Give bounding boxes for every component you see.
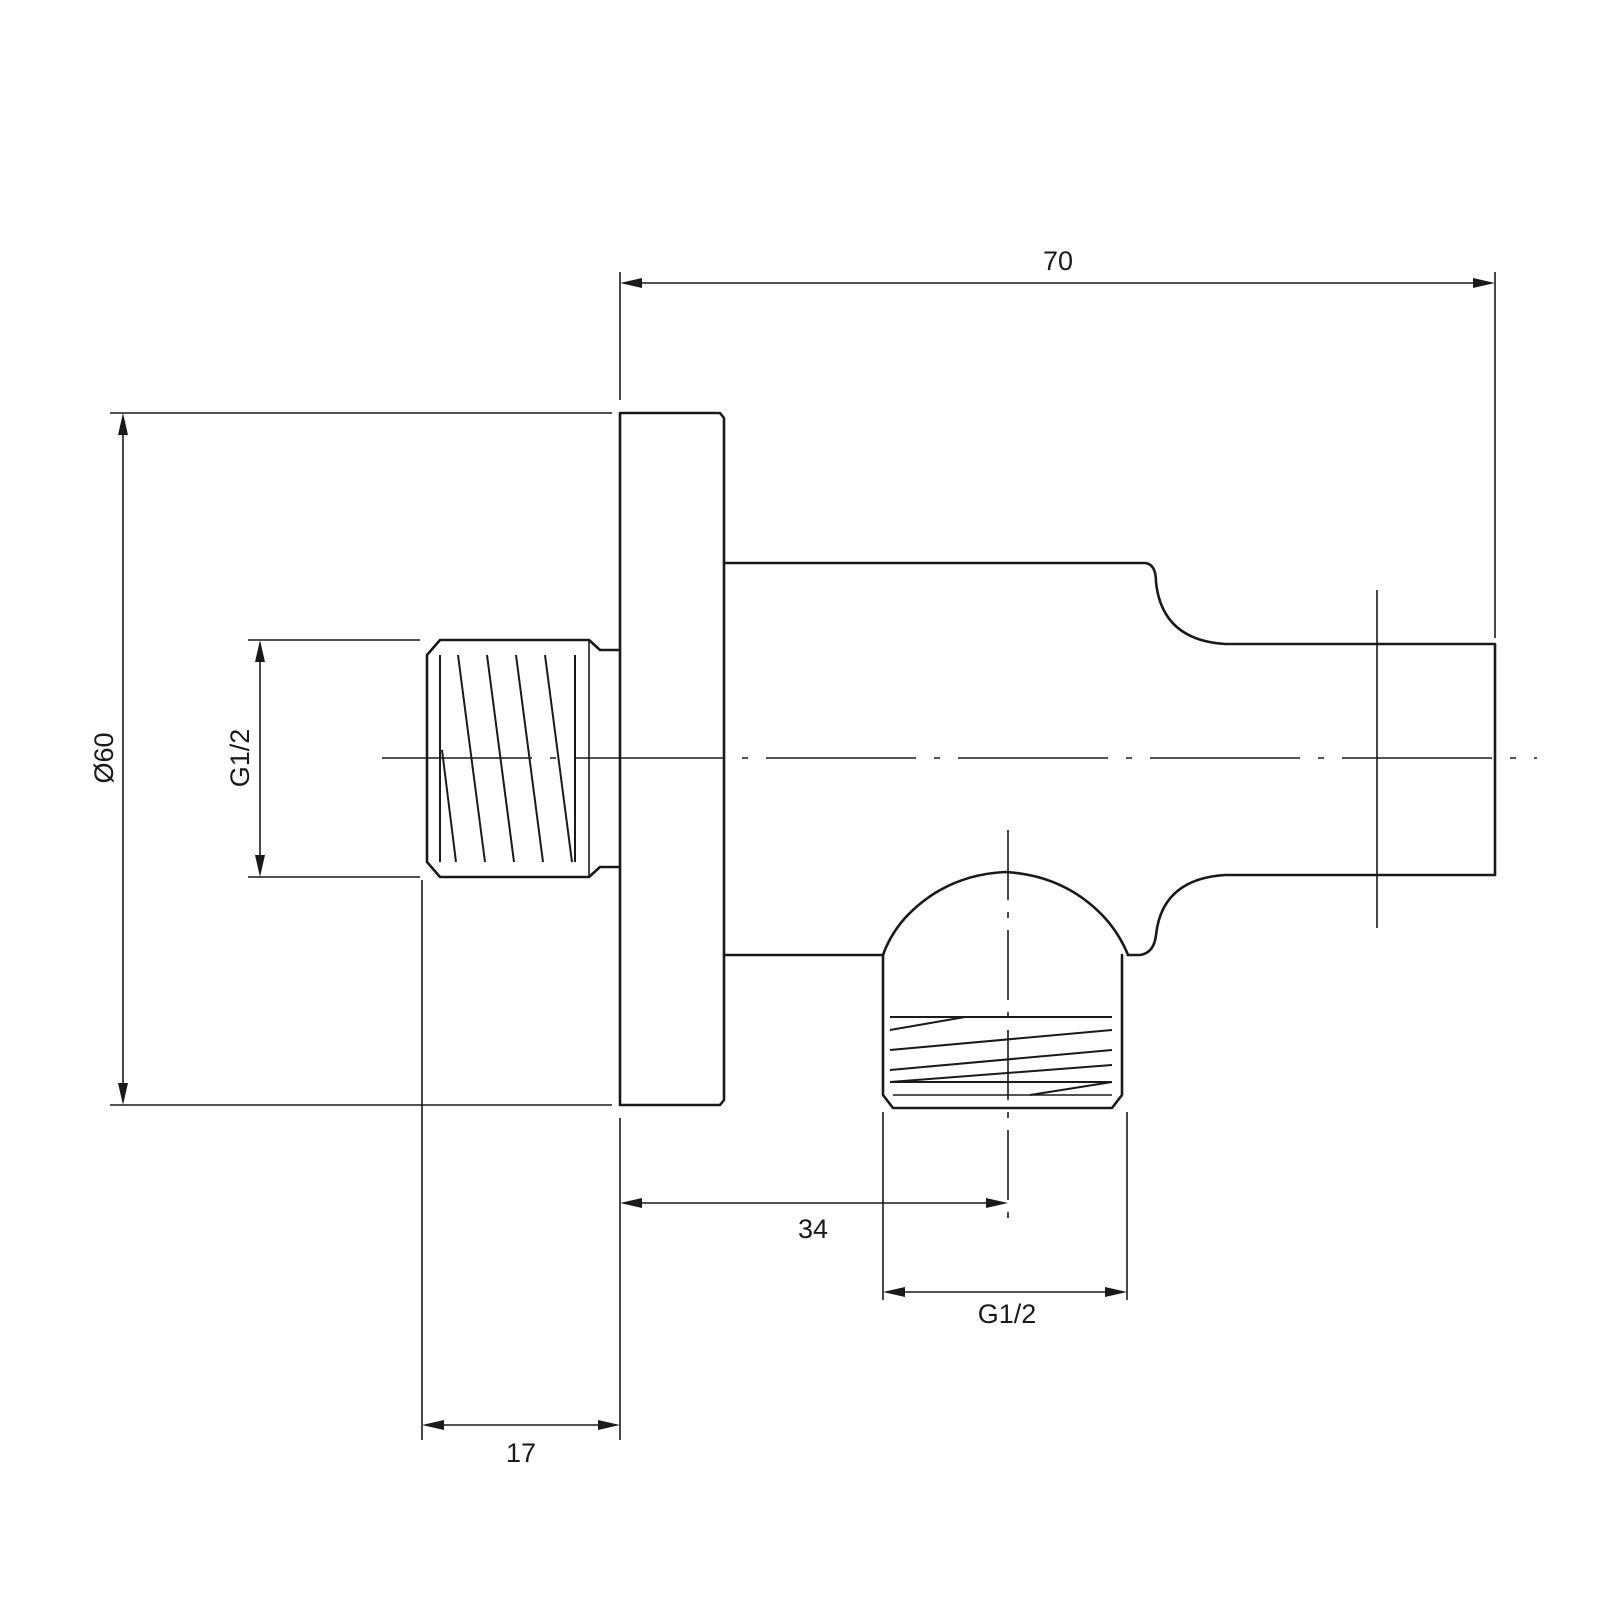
- dimension-label-outlet-g12: G1/2: [978, 1299, 1037, 1329]
- dimension-label-70: 70: [1043, 246, 1073, 276]
- dimension-inlet-thread: G1/2: [225, 639, 420, 878]
- outlet-dome: [881, 870, 1130, 957]
- dimension-inlet-length: 17: [421, 880, 621, 1468]
- dimension-rosette-diameter: Ø60: [89, 412, 612, 1106]
- dimension-label-34: 34: [798, 1214, 828, 1244]
- dimension-label-inlet-g12: G1/2: [225, 729, 255, 788]
- part-outline: [425, 411, 1497, 1110]
- outlet-nipple: [881, 953, 1124, 1110]
- elbow-body-top: [722, 561, 1497, 957]
- dimension-overall-length: 70: [619, 246, 1496, 638]
- dimension-label-diameter-60: Ø60: [89, 732, 119, 783]
- outlet-thread-hatching: [889, 1016, 1113, 1096]
- wall-flange: [618, 411, 726, 1107]
- center-lines: [382, 590, 1537, 1225]
- dimension-label-17: 17: [506, 1438, 536, 1468]
- dimension-outlet-thread: G1/2: [882, 1112, 1128, 1329]
- dimension-outlet-offset: 34: [620, 1198, 1008, 1244]
